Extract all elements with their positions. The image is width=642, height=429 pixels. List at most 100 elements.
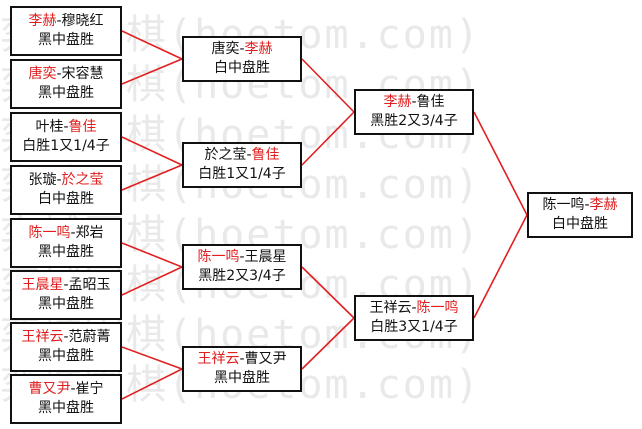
bracket-connector-line — [301, 58, 355, 113]
players-line: 王祥云-曹又尹 — [197, 350, 286, 369]
black-player-name: 张璇 — [28, 172, 57, 188]
white-player-name: 宋容慧 — [61, 66, 104, 82]
versus-dash: - — [239, 351, 245, 367]
black-player-name: 陈一鸣 — [28, 225, 71, 241]
players-line: 王祥云-陈一鸣 — [369, 299, 458, 318]
white-player-name: 范蔚菁 — [68, 329, 111, 345]
versus-dash: - — [246, 147, 252, 163]
game-result: 黑中盘胜 — [38, 85, 94, 101]
bracket-connector-line — [121, 266, 183, 296]
players-line: 曹又尹-崔宁 — [28, 380, 103, 399]
players-line: 李赫-穆晓红 — [28, 12, 103, 31]
bracket-connector-line — [121, 136, 183, 166]
game-result: 黑中盘胜 — [38, 348, 94, 364]
white-player-name: 李赫 — [244, 41, 273, 57]
game-result: 白胜1又1/4子 — [22, 138, 110, 154]
players-line: 於之莹-鲁佳 — [204, 146, 279, 165]
black-player-name: 唐奕 — [211, 41, 240, 57]
game-result: 黑中盘胜 — [38, 296, 94, 312]
black-player-name: 叶桂 — [35, 119, 64, 135]
black-player-name: 王祥云 — [369, 300, 412, 316]
bracket-connector-line — [301, 111, 355, 166]
players-line: 王祥云-范蔚菁 — [21, 328, 110, 347]
black-player-name: 陈一鸣 — [542, 197, 585, 213]
bracket-connector-line — [121, 346, 183, 370]
white-player-name: 陈一鸣 — [416, 300, 459, 316]
players-line: 陈一鸣-李赫 — [542, 196, 617, 215]
versus-dash: - — [70, 225, 76, 241]
players-line: 唐奕-李赫 — [211, 40, 272, 59]
versus-dash: - — [411, 94, 417, 110]
versus-dash: - — [63, 277, 69, 293]
game-result: 白胜3又1/4子 — [370, 319, 458, 335]
game-result: 黑中盘胜 — [38, 244, 94, 260]
round1-match-box: 曹又尹-崔宁黑中盘胜 — [10, 374, 122, 424]
round1-match-box: 陈一鸣-郑岩黑中盘胜 — [10, 218, 122, 268]
versus-dash: - — [56, 13, 62, 29]
versus-dash: - — [70, 381, 76, 397]
game-result: 黑中盘胜 — [38, 32, 94, 48]
bracket-connector-line — [121, 242, 183, 268]
round1-match-box: 王晨星-孟昭玉黑中盘胜 — [10, 270, 122, 320]
round2-match-box: 唐奕-李赫白中盘胜 — [182, 36, 302, 82]
white-player-name: 穆晓红 — [61, 13, 104, 29]
white-player-name: 於之莹 — [61, 172, 104, 188]
players-line: 王晨星-孟昭玉 — [21, 276, 110, 295]
white-player-name: 王晨星 — [244, 249, 287, 265]
versus-dash: - — [56, 172, 62, 188]
bracket-connector-line — [121, 30, 183, 60]
players-line: 张璇-於之莹 — [28, 171, 103, 190]
white-player-name: 李赫 — [589, 197, 618, 213]
versus-dash: - — [411, 300, 417, 316]
game-result: 白中盘胜 — [552, 216, 608, 232]
black-player-name: 王祥云 — [21, 329, 64, 345]
black-player-name: 王晨星 — [21, 277, 64, 293]
white-player-name: 鲁佳 — [251, 147, 280, 163]
round3-match-box: 王祥云-陈一鸣白胜3又1/4子 — [354, 295, 474, 341]
black-player-name: 唐奕 — [28, 66, 57, 82]
players-line: 李赫-鲁佳 — [383, 93, 444, 112]
bracket-connector-line — [121, 368, 183, 400]
black-player-name: 李赫 — [28, 13, 57, 29]
versus-dash: - — [584, 197, 590, 213]
bracket-connector-line — [121, 164, 183, 191]
versus-dash: - — [239, 249, 245, 265]
players-line: 陈一鸣-郑岩 — [28, 224, 103, 243]
black-player-name: 曹又尹 — [28, 381, 71, 397]
players-line: 叶桂-鲁佳 — [35, 118, 96, 137]
black-player-name: 陈一鸣 — [197, 249, 240, 265]
game-result: 黑胜2又3/4子 — [198, 268, 286, 284]
game-result: 白中盘胜 — [38, 191, 94, 207]
final-match-box: 陈一鸣-李赫白中盘胜 — [527, 192, 633, 238]
black-player-name: 於之莹 — [204, 147, 247, 163]
bracket-connector-line — [301, 266, 355, 319]
white-player-name: 曹又尹 — [244, 351, 287, 367]
round1-match-box: 王祥云-范蔚菁黑中盘胜 — [10, 322, 122, 372]
players-line: 陈一鸣-王晨星 — [197, 248, 286, 267]
white-player-name: 鲁佳 — [68, 119, 97, 135]
black-player-name: 王祥云 — [197, 351, 240, 367]
game-result: 黑中盘胜 — [38, 400, 94, 416]
white-player-name: 郑岩 — [75, 225, 104, 241]
white-player-name: 鲁佳 — [416, 94, 445, 110]
game-result: 白中盘胜 — [214, 60, 270, 76]
bracket-connector-line — [473, 214, 528, 319]
game-result: 黑中盘胜 — [214, 370, 270, 386]
round1-match-box: 唐奕-宋容慧黑中盘胜 — [10, 59, 122, 109]
versus-dash: - — [56, 66, 62, 82]
versus-dash: - — [63, 119, 69, 135]
versus-dash: - — [239, 41, 245, 57]
bracket-connector-line — [473, 111, 528, 216]
players-line: 唐奕-宋容慧 — [28, 65, 103, 84]
round2-match-box: 於之莹-鲁佳白胜1又1/4子 — [182, 142, 302, 188]
bracket-connector-line — [121, 58, 183, 85]
game-result: 白胜1又1/4子 — [198, 166, 286, 182]
round1-match-box: 李赫-穆晓红黑中盘胜 — [10, 6, 122, 56]
round1-match-box: 叶桂-鲁佳白胜1又1/4子 — [10, 112, 122, 162]
round1-match-box: 张璇-於之莹白中盘胜 — [10, 165, 122, 215]
white-player-name: 孟昭玉 — [68, 277, 111, 293]
game-result: 黑胜2又3/4子 — [370, 113, 458, 129]
versus-dash: - — [63, 329, 69, 345]
